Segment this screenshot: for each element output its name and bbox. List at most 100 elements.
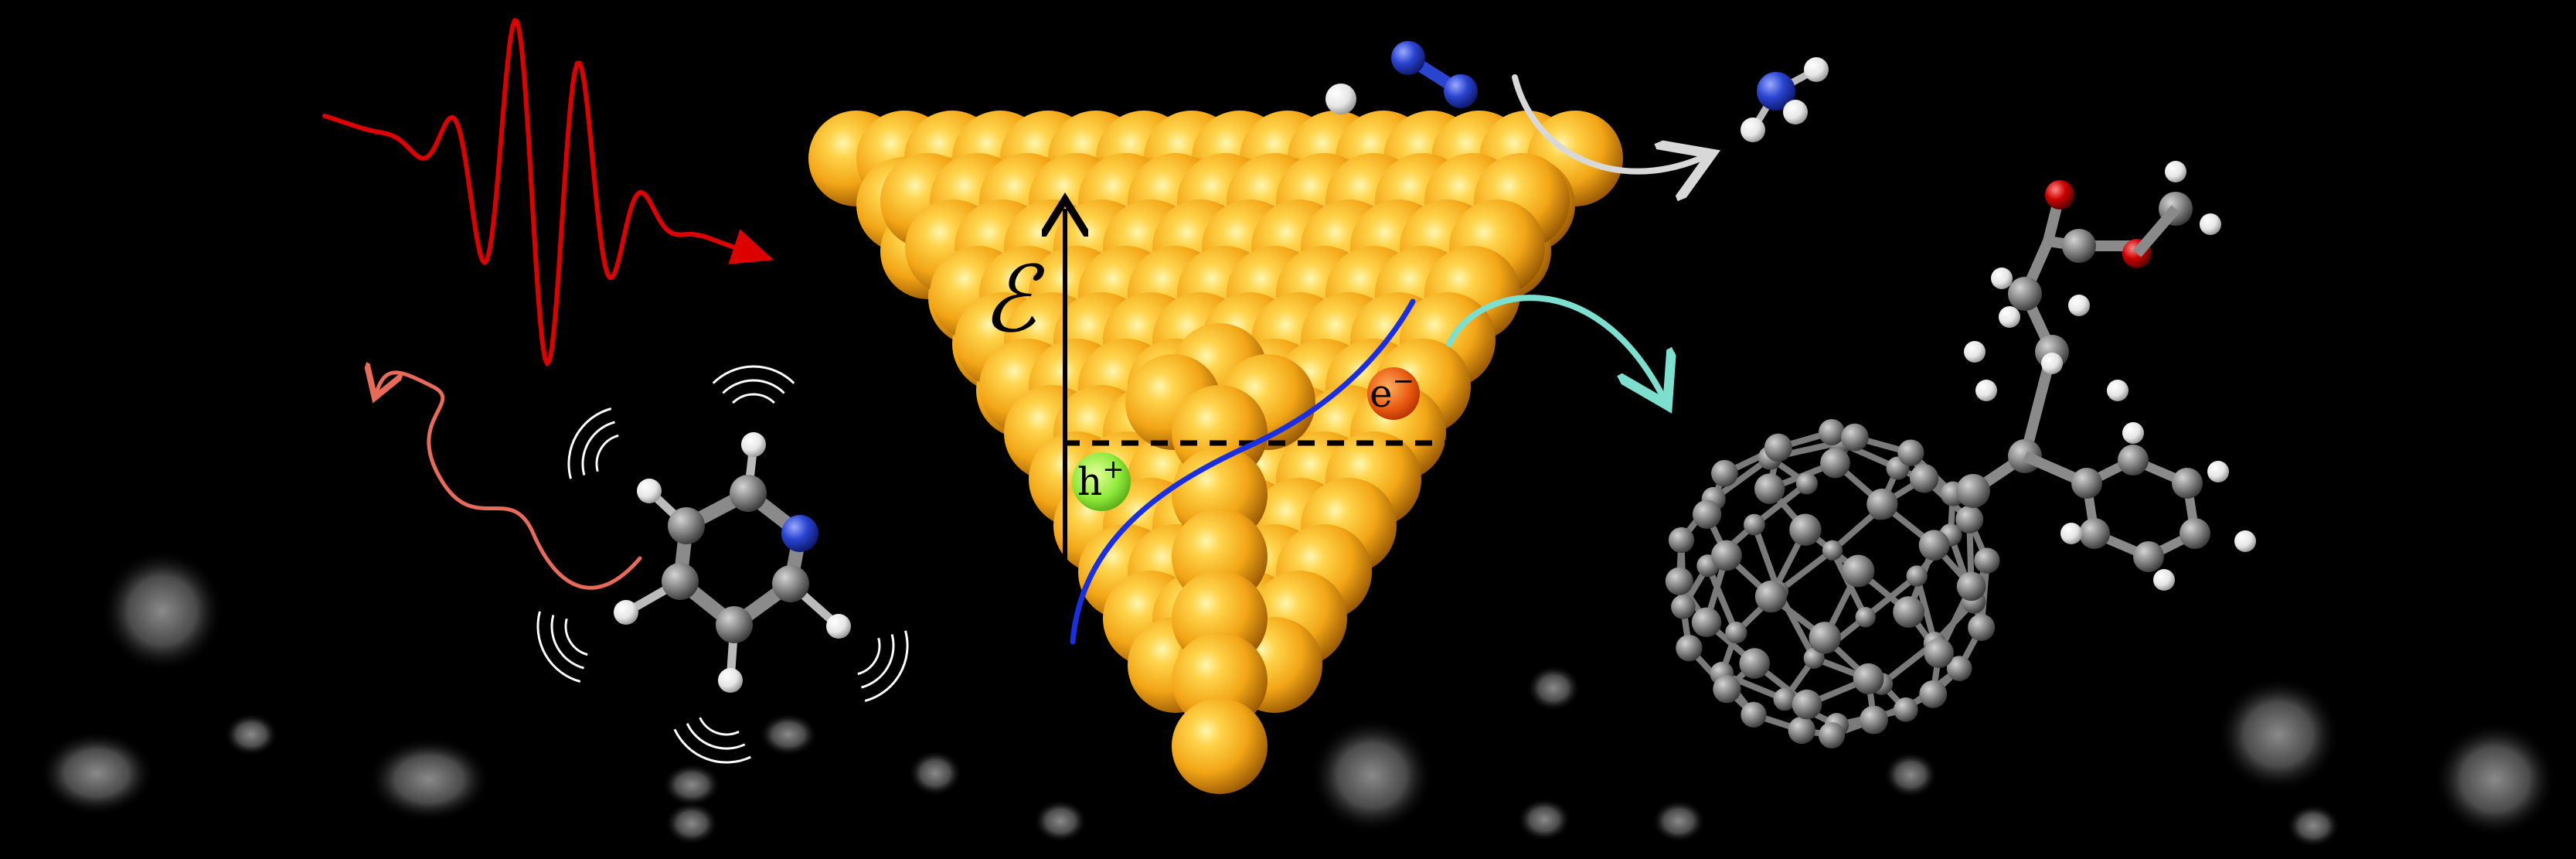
vibration-arc xyxy=(712,365,795,384)
carbon-atom xyxy=(1741,701,1767,728)
carbon-atom xyxy=(2133,541,2164,572)
hydrogen-atom xyxy=(614,600,638,625)
vibration-arc xyxy=(536,611,581,683)
blurred-sphere xyxy=(1033,799,1087,843)
carbon-atom xyxy=(1739,648,1770,679)
vibration-arc xyxy=(732,393,775,404)
vibration-arc xyxy=(857,637,881,676)
energy-diagram: ℰ e− h+ xyxy=(982,209,1453,645)
carbon-atom xyxy=(1955,505,1984,533)
carbon-atom xyxy=(1803,647,1825,669)
blurred-sphere xyxy=(2217,677,2340,793)
carbon-atom xyxy=(1744,513,1765,536)
blurred-sphere xyxy=(1652,799,1706,843)
pcbm-fullerene-molecule xyxy=(1665,161,2256,748)
carbon-atom xyxy=(1711,540,1742,571)
vibration-arc xyxy=(550,615,584,670)
carbon-atom xyxy=(2118,445,2149,476)
blurred-sphere xyxy=(662,763,721,806)
carbon-atom xyxy=(2180,518,2210,549)
carbon-atom xyxy=(772,565,809,602)
carbon-atom xyxy=(1974,547,2000,574)
hydrogen-atom xyxy=(2041,353,2063,374)
vibration-arc xyxy=(673,728,751,764)
carbon-atom xyxy=(1809,622,1841,654)
raman-emission-icon xyxy=(377,373,642,590)
hydrogen-atom xyxy=(2165,161,2186,182)
n2-molecule xyxy=(1391,41,1478,108)
carbon-atom xyxy=(1822,540,1843,561)
carbon-atom xyxy=(1668,527,1695,554)
carbon-atom xyxy=(1820,448,1850,479)
carbon-atom xyxy=(1924,638,1954,668)
energy-axis-label: ℰ xyxy=(982,246,1045,353)
blurred-sphere xyxy=(1517,798,1571,841)
carbon-atom xyxy=(1691,607,1722,638)
electron-carrier: e− xyxy=(1367,366,1420,420)
hydrogen-atom xyxy=(1325,84,1356,114)
hydrogen-atom xyxy=(2207,461,2229,482)
hydrogen-atom xyxy=(2068,295,2090,316)
carbon-atom xyxy=(1754,473,1785,504)
vibration-arc xyxy=(564,618,588,656)
carbon-atom xyxy=(1897,439,1924,466)
carbon-atom xyxy=(1792,689,1822,720)
blurred-sphere xyxy=(39,731,155,816)
blurred-sphere xyxy=(1526,665,1581,711)
blurred-sphere xyxy=(908,750,962,796)
oxygen-atom xyxy=(2045,180,2074,210)
carbon-atom xyxy=(1676,634,1703,662)
vibration-arc xyxy=(567,407,612,479)
carbon-atom xyxy=(1819,722,1845,748)
carbon-atom xyxy=(1853,663,1884,694)
hydrogen-atom xyxy=(2200,213,2221,235)
gold-nanotip xyxy=(808,111,1623,794)
carbon-atom xyxy=(1894,697,1918,722)
vibration-arc xyxy=(595,434,619,472)
carbon-atom xyxy=(1764,433,1793,462)
carbon-atom xyxy=(716,606,753,643)
blurred-sphere xyxy=(224,713,278,756)
electron-label: e− xyxy=(1370,366,1414,416)
bond xyxy=(1752,481,1809,527)
carbon-atom xyxy=(1866,488,1898,520)
blurred-sphere xyxy=(2433,721,2557,837)
blurred-sphere xyxy=(1310,718,1434,833)
carbon-atom xyxy=(1946,656,1972,681)
hole-carrier: h+ xyxy=(1072,452,1131,511)
hydrogen-atom xyxy=(826,614,851,639)
carbon-atom xyxy=(2062,229,2096,263)
blurred-sphere xyxy=(1884,752,1938,798)
nitrogen-atom xyxy=(781,515,818,552)
hydrogen-atom xyxy=(1999,306,2020,328)
carbon-atom xyxy=(1956,474,1990,508)
bond xyxy=(2132,205,2180,257)
carbon-atom xyxy=(1841,423,1869,452)
vibration-arc xyxy=(581,421,615,476)
hydrogen-atom xyxy=(2153,569,2175,591)
gold-atom xyxy=(1172,698,1268,794)
hydrogen-atom xyxy=(2060,523,2082,544)
vibration-arc xyxy=(686,723,746,750)
carbon-atom xyxy=(1725,622,1747,644)
bond xyxy=(1705,564,1739,634)
carbon-atom xyxy=(1754,580,1788,613)
vibration-arc xyxy=(864,630,909,702)
electron-sphere xyxy=(1367,367,1420,420)
blurred-sphere xyxy=(665,802,719,845)
carbon-atom xyxy=(1692,499,1722,529)
hole-sphere xyxy=(1072,452,1131,511)
reaction-arrow xyxy=(1512,74,1700,172)
blurred-sphere xyxy=(759,713,818,756)
laser-pulse-icon xyxy=(322,18,774,366)
carbon-atom xyxy=(2172,468,2203,499)
hydrogen-atom xyxy=(2234,530,2256,552)
vibration-arc xyxy=(722,379,785,394)
carbon-atom xyxy=(1789,513,1822,546)
carbon-atom xyxy=(1819,419,1845,445)
carbon-atom xyxy=(1893,596,1925,628)
carbon-atom xyxy=(1711,459,1738,487)
carbon-atom xyxy=(1860,705,1888,735)
blurred-sphere xyxy=(367,737,491,822)
